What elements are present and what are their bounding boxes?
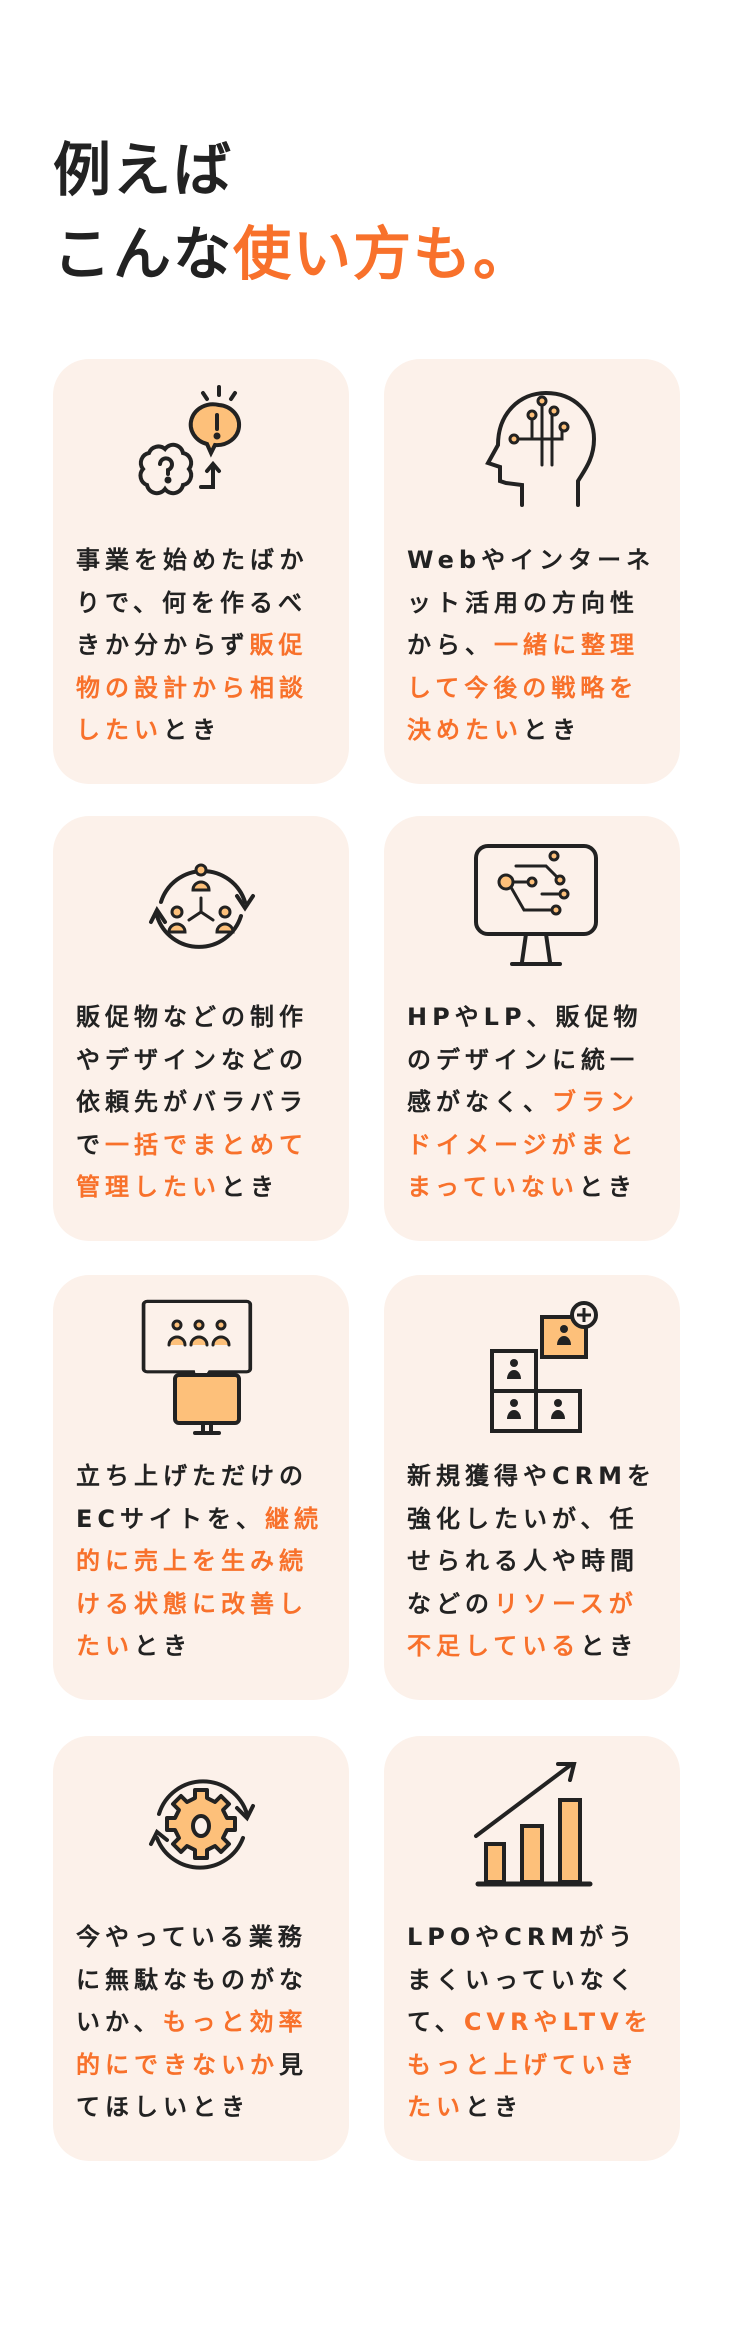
body-text: とき	[163, 716, 221, 744]
puzzle-people-add-icon	[462, 1295, 602, 1435]
title-line-2-plain: こんな	[53, 220, 234, 288]
page-title: 例えば こんな使い方も。	[53, 128, 533, 296]
body-text: 事業を始めたばかりで、何を作るべきか分からず	[76, 546, 309, 659]
card-description: 立ち上げただけのECサイトを、継続的に売上を生み続ける状態に改善したいとき	[76, 1455, 328, 1668]
body-text: とき	[221, 1173, 279, 1201]
use-case-card: Webやインターネット活用の方向性から、一緒に整理して今後の戦略を決めたいとき	[384, 359, 680, 784]
idea-question-icon	[131, 379, 271, 519]
use-case-card: 事業を始めたばかりで、何を作るべきか分からず販促物の設計から相談したいとき	[53, 359, 349, 784]
card-description: HPやLP、販促物のデザインに統一感がなく、ブランドイメージがまとまっていないと…	[407, 996, 659, 1209]
body-text: とき	[465, 2093, 523, 2121]
use-case-card: LPOやCRMがうまくいっていなくて、CVRやLTVをもっと上げていきたいとき	[384, 1736, 680, 2161]
online-meeting-monitor-icon	[131, 1295, 271, 1435]
highlight-text: 一緒に整理して今後の戦略を決めたい	[407, 631, 639, 744]
use-case-card: 立ち上げただけのECサイトを、継続的に売上を生み続ける状態に改善したいとき	[53, 1275, 349, 1700]
card-description: 新規獲得やCRMを強化したいが、任せられる人や時間などのリソースが不足していると…	[407, 1455, 659, 1668]
highlight-text: 販促物の設計から相談したい	[76, 631, 308, 744]
title-line-1: 例えば	[53, 136, 234, 204]
body-text: 立ち上げただけのECサイトを、	[76, 1462, 308, 1533]
body-text: とき	[523, 716, 581, 744]
body-text: とき	[580, 1632, 639, 1660]
highlight-text: リソースが不足している	[407, 1589, 638, 1661]
use-case-card: 新規獲得やCRMを強化したいが、任せられる人や時間などのリソースが不足していると…	[384, 1275, 680, 1700]
body-text: とき	[134, 1632, 192, 1660]
body-text: Webやインターネット活用の方向性から、	[407, 546, 656, 659]
card-description: 事業を始めたばかりで、何を作るべきか分からず販促物の設計から相談したいとき	[76, 539, 328, 752]
highlight-text: 継続的に売上を生み続ける状態に改善したい	[76, 1504, 324, 1661]
use-case-card: HPやLP、販促物のデザインに統一感がなく、ブランドイメージがまとまっていないと…	[384, 816, 680, 1241]
body-text: 今やっている業務に無駄なものがないか、	[76, 1923, 308, 2036]
use-case-card: 今やっている業務に無駄なものがないか、もっと効率的にできないか見てほしいとき	[53, 1736, 349, 2161]
body-text: HPやLP、販促物のデザインに統一感がなく、	[407, 1003, 643, 1116]
growth-chart-icon	[462, 1756, 602, 1896]
card-description: 今やっている業務に無駄なものがないか、もっと効率的にできないか見てほしいとき	[76, 1916, 328, 2129]
title-line-2-highlight: 使い方も。	[233, 220, 534, 288]
highlight-text: CVRやLTVをもっと上げていきたい	[407, 2008, 653, 2121]
body-text: 見てほしいとき	[76, 2050, 308, 2122]
highlight-text: ブランドイメージがまとまっていない	[407, 1088, 639, 1201]
monitor-circuit-icon	[462, 836, 602, 976]
card-description: Webやインターネット活用の方向性から、一緒に整理して今後の戦略を決めたいとき	[407, 539, 659, 752]
highlight-text: もっと効率的にできないか	[76, 2008, 308, 2079]
brain-circuit-head-icon	[462, 379, 602, 519]
highlight-text: 一括でまとめて管理したい	[76, 1130, 308, 1202]
body-text: 新規獲得やCRMを強化したいが、任せられる人や時間などの	[407, 1462, 656, 1618]
body-text: LPOやCRMがうまくいっていなくて、	[407, 1923, 638, 2036]
gear-cycle-icon	[131, 1756, 271, 1896]
body-text: 販促物などの制作やデザインなどの依頼先がバラバラで	[76, 1003, 308, 1159]
use-case-card: 販促物などの制作やデザインなどの依頼先がバラバラで一括でまとめて管理したいとき	[53, 816, 349, 1241]
team-cycle-icon	[131, 836, 271, 976]
card-description: 販促物などの制作やデザインなどの依頼先がバラバラで一括でまとめて管理したいとき	[76, 996, 328, 1209]
body-text: とき	[578, 1173, 637, 1201]
card-description: LPOやCRMがうまくいっていなくて、CVRやLTVをもっと上げていきたいとき	[407, 1916, 659, 2129]
